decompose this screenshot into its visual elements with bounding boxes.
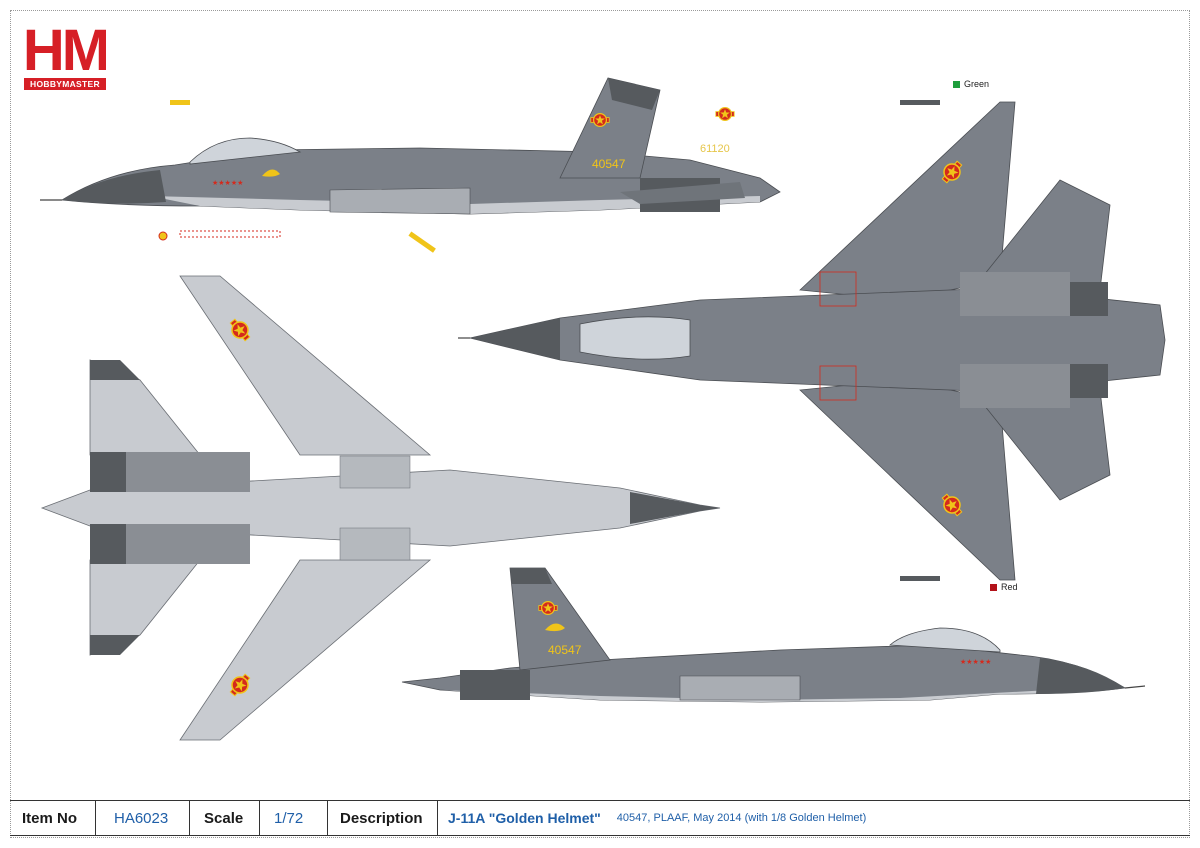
description-label: Description — [340, 809, 423, 827]
item-no-label-cell: Item No — [10, 801, 96, 835]
legend-green-label: Green — [964, 79, 990, 89]
sheet-border — [10, 10, 1190, 838]
legend-green: Green — [953, 79, 989, 89]
scale-label-cell: Scale — [190, 801, 260, 835]
item-no-value: HA6023 — [114, 809, 169, 827]
tail-number-left: 40547 — [592, 157, 626, 171]
red-swatch — [990, 583, 997, 591]
logo-letters: HM — [24, 22, 106, 76]
side-profile-right: 40547 ★★★★★ — [401, 567, 1146, 703]
alt-serial-decal: 61120 — [700, 143, 730, 155]
underside-plan-view — [40, 275, 721, 741]
brand-logo: HM HOBBYMASTER — [24, 22, 106, 90]
description-name: J-11A "Golden Helmet" — [448, 810, 601, 826]
description-label-cell: Description — [328, 801, 438, 835]
tail-number-right: 40547 — [548, 643, 582, 657]
item-no-value-cell: HA6023 — [96, 801, 190, 835]
legend-red: Red — [990, 582, 1018, 592]
description-value-cell: J-11A "Golden Helmet" 40547, PLAAF, May … — [438, 801, 1190, 835]
decal-sheet-top — [158, 100, 436, 253]
legend-red-label: Red — [1001, 582, 1018, 592]
description-detail: 40547, PLAAF, May 2014 (with 1/8 Golden … — [616, 812, 867, 824]
hm-logo-mark: HM — [24, 22, 106, 76]
scale-value-cell: 1/72 — [260, 801, 328, 835]
info-bar: Item No HA6023 Scale 1/72 Description J-… — [10, 800, 1190, 836]
green-swatch — [953, 80, 960, 88]
aircraft-artwork: 40547 ★★★★★ 61120 — [40, 77, 1166, 741]
scale-label: Scale — [204, 809, 244, 827]
side-profile-left: 40547 ★★★★★ — [40, 77, 781, 215]
roundel-decal — [714, 106, 736, 122]
svg-text:★★★★★: ★★★★★ — [212, 179, 243, 187]
item-no-label: Item No — [22, 809, 78, 827]
logo-subtext: HOBBYMASTER — [24, 78, 106, 90]
scale-value: 1/72 — [274, 809, 304, 827]
top-plan-view — [458, 100, 1166, 581]
svg-text:★★★★★: ★★★★★ — [960, 658, 991, 666]
